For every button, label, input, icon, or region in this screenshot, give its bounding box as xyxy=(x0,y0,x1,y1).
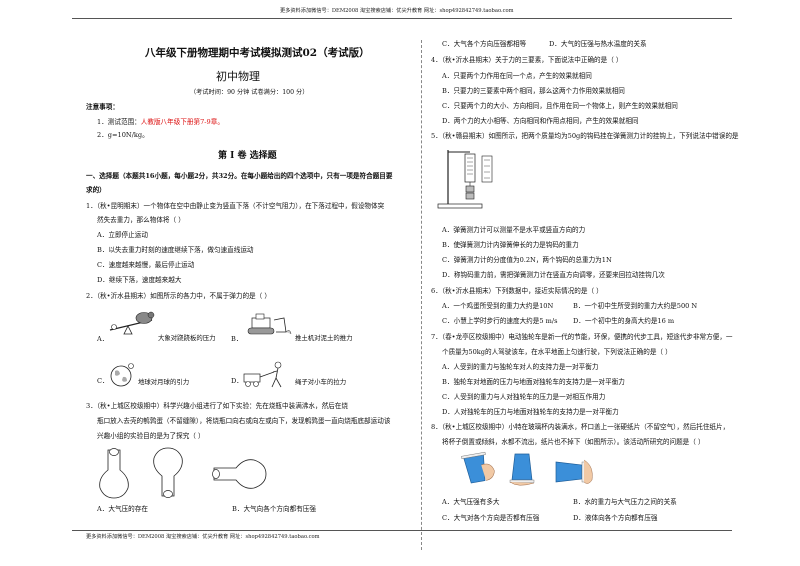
q6-option-c: C．小慧上学时步行的速度大约是5 m/s xyxy=(442,317,558,325)
q7-option-c: C．人受到的重力与人对独轮车的压力是一对相互作用力 xyxy=(442,393,606,401)
q6-option-a: A．一个鸡蛋所受到的重力大约是10N xyxy=(442,302,554,310)
q4-stem: 4．（秋•沂水县期末）关于力的三要素，下面说法中正确的是（ ） xyxy=(431,56,623,64)
q4-option-a: A．只要两个力作用在同一个点，产生的效果就相同 xyxy=(442,72,592,80)
q2-option-c-letter: C． xyxy=(97,377,109,385)
page-footer-text: 更多资料添加微信号：DEM2008 淘宝搜索店铺：优尖升教育 网址：shop49… xyxy=(86,534,320,540)
note-1-range: 人教版八年级下册第7-9章。 xyxy=(140,118,224,126)
note-1: 1．测试范围：人教版八年级下册第7-9章。 xyxy=(97,118,224,126)
exam-title: 八年级下册物理期中考试模拟测试02（考试版） xyxy=(145,47,370,59)
elephant-seesaw-figure xyxy=(109,311,155,335)
q3-option-c: C．大气各个方向压强都相等 xyxy=(442,40,527,48)
q5-option-d: D．称钩码重力前，需把弹簧测力计在竖直方向调零，还要来回拉动挂钩几次 xyxy=(442,271,665,279)
note-2: 2．g=10N/kg。 xyxy=(97,131,149,139)
q2-option-d-text: 绳子对小车的拉力 xyxy=(295,378,347,386)
q7-stem-line1: 7．（春•龙亭区校级期中）电动独轮车是新一代的节能，环保，便携的代步工具，短途代… xyxy=(431,333,733,341)
column-divider xyxy=(421,40,422,550)
section-title: 第 I 卷 选择题 xyxy=(218,151,277,161)
page-header-text: 更多资料添加微信号：DEM2008 淘宝搜索店铺：优尖升教育 网址：shop49… xyxy=(280,8,514,14)
q2-option-b-text: 推土机对泥土的推力 xyxy=(295,334,353,342)
q3-option-b: B．大气向各个方向都有压强 xyxy=(232,505,316,513)
q8-stem-line2: 将杯子倒置或倾斜，水都不流出，纸片也不掉下（如图所示）。该活动所研究的问题是（ … xyxy=(442,438,705,446)
q2-option-a-text: 大象对跷跷板的压力 xyxy=(158,334,216,342)
exam-subtitle: 初中物理 xyxy=(216,70,260,83)
q3-stem-line2: 瓶口放入去壳的鹌鹑蛋（不留缝隙），将烧瓶口向右或向左或向下，发现鹌鹑蛋一直向烧瓶… xyxy=(97,417,391,425)
q5-option-a: A．弹簧测力计可以测量不是水平或竖直方向的力 xyxy=(442,226,586,234)
q3-option-a: A．大气压的存在 xyxy=(97,505,148,513)
q2-option-c-text: 地球对月球的引力 xyxy=(138,378,190,386)
q8-option-d: D．液体向各个方向都有压强 xyxy=(573,514,658,522)
footer-rule xyxy=(72,530,732,531)
q7-option-a: A．人受到的重力与独轮车对人的支持力是一对平衡力 xyxy=(442,363,599,371)
q2-option-d-letter: D． xyxy=(231,377,243,385)
q8-option-b: B．水的重力与大气压力之间的关系 xyxy=(573,498,677,506)
q5-option-c: C．弹簧测力计的分度值为0.2N，两个钩码的总重力为1N xyxy=(442,256,612,264)
q4-option-c: C．只要两个力的大小、方向相同，且作用在同一个物体上，则产生的效果就相同 xyxy=(442,102,678,110)
q1-option-a: A．立即停止运动 xyxy=(97,231,148,239)
note-1-prefix: 1．测试范围： xyxy=(97,118,141,126)
q7-stem-line2: 个质量为50kg的人驾驶该车，在水平地面上匀速行驶，下列说法正确的是（ ） xyxy=(442,348,672,356)
notes-heading: 注意事项： xyxy=(86,103,119,111)
q8-option-c: C．大气对各个方向是否都有压强 xyxy=(442,514,540,522)
bulldozer-figure xyxy=(247,313,292,335)
q6-stem: 6．（秋•沂水县期末）下列数据中，接近实际情况的是（ ） xyxy=(431,287,603,295)
exam-info: （考试时间：90 分钟 试卷满分：100 分） xyxy=(190,89,309,96)
q1-stem-line1: 1．（秋•昆明期末）一个物体在空中由静止变为竖直下落（不计空气阻力），在下落过程… xyxy=(86,202,385,210)
q5-stem: 5．（秋•赣县期末）如图所示，把两个质量均为50g的钩码挂在弹簧测力计的挂钩上，… xyxy=(431,132,739,140)
q6-option-b: B．一个初中生所受到的重力大约是500 N xyxy=(573,302,698,310)
q3-stem-line3: 兴趣小组的实验目的是为了探究（ ） xyxy=(97,432,205,440)
q7-option-b: B．独轮车对地面的压力与地面对独轮车的支持力是一对平衡力 xyxy=(442,378,625,386)
q3-stem-line1: 3．（秋•上城区校级期中）科学兴趣小组进行了如下实验：先在烧瓶中装满沸水，然后在… xyxy=(86,402,348,410)
q1-option-d: D．继续下落，速度越来越大 xyxy=(97,276,182,284)
q6-option-d: D．一个初中生的身高大约是16 m xyxy=(573,317,675,325)
rope-cart-figure xyxy=(243,361,282,388)
q1-option-c: C．速度越来越慢，最后停止运动 xyxy=(97,261,195,269)
q4-option-b: B．只要力的三要素中两个相同，那么这两个力作用效果就相同 xyxy=(442,87,625,95)
q8-stem-line1: 8．（秋•上城区校级期中）小特在玻璃杯内装满水，杯口盖上一张硬纸片（不留空气），… xyxy=(431,423,730,431)
header-rule xyxy=(72,18,732,19)
q2-stem: 2．（秋•沂水县期末）如图所示的各力中，不属于弹力的是（ ） xyxy=(86,292,271,300)
q7-option-d: D．人对独轮车的压力与地面对独轮车的支持力是一对平衡力 xyxy=(442,408,619,416)
q8-option-a: A．大气压强有多大 xyxy=(442,498,500,506)
q4-option-d: D．两个力的大小相等、方向相同和作用点相同，产生的效果就相同 xyxy=(442,117,639,125)
earth-moon-figure xyxy=(110,363,134,387)
q3-option-d: D．大气的压强与热水温度的关系 xyxy=(549,40,647,48)
q1-option-b: B．以失去重力时刻的速度继续下落，做匀速直线运动 xyxy=(97,246,254,254)
q1-stem-line2: 然失去重力，那么物体将（ ） xyxy=(97,216,185,224)
q5-option-b: B．使弹簧测力计内弹簧伸长的力是钩码的重力 xyxy=(442,241,579,249)
inverted-cup-paper-figure xyxy=(461,451,593,486)
q2-option-b-letter: B． xyxy=(231,335,243,343)
part1-heading-line1: 一、选择题（本题共16小题，每小题2分，共32分。在每小题给出的四个选项中，只有… xyxy=(86,172,393,180)
spring-scale-stand-figure xyxy=(437,150,493,209)
q2-option-a-letter: A． xyxy=(97,335,109,343)
flask-egg-figure xyxy=(99,447,267,499)
part1-heading-line2: 求的） xyxy=(86,186,106,194)
